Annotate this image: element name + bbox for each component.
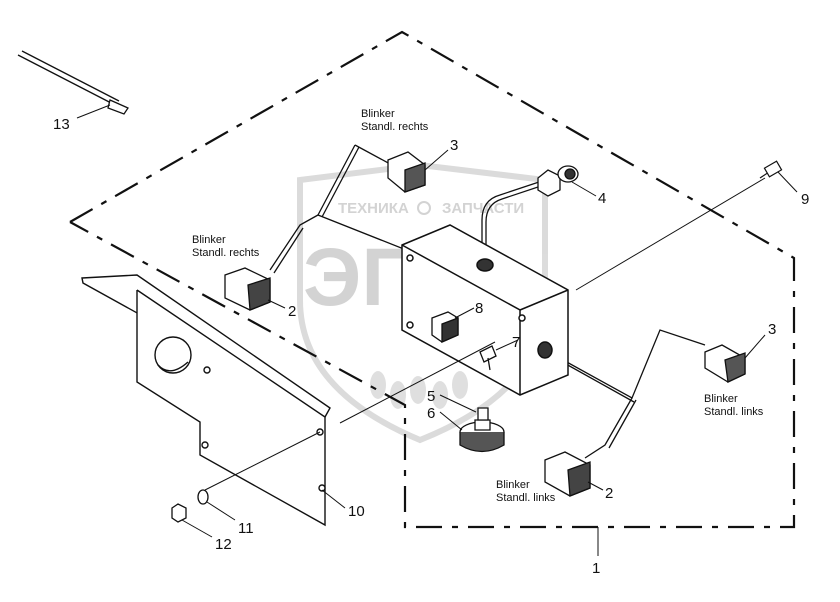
- part-label-2-left: 2: [288, 303, 296, 320]
- washer-11: [197, 489, 209, 505]
- note-line: Standl. rechts: [361, 121, 429, 133]
- buzzer-5-6: [459, 407, 505, 453]
- note-top-right-connector: Blinker Standl. rechts: [361, 108, 429, 133]
- note-line: Standl. links: [704, 406, 764, 418]
- note-bottom-connector: Blinker Standl. links: [496, 479, 556, 504]
- leader-7: [495, 339, 519, 351]
- leader-5: [439, 394, 477, 413]
- wiring-harness: [269, 144, 766, 459]
- bracket-plate-10: [81, 274, 331, 527]
- leader-11: [206, 501, 236, 521]
- leader-10: [321, 489, 346, 509]
- part-label-4: 4: [598, 190, 606, 207]
- connector-2-left: [224, 267, 271, 311]
- mounting-line-7: [339, 341, 496, 424]
- leader-2-left: [267, 299, 286, 309]
- part-label-12: 12: [215, 536, 232, 553]
- relay-8: [431, 311, 459, 343]
- part-label-8: 8: [475, 300, 483, 317]
- part-label-3-right: 3: [768, 321, 776, 338]
- part-label-10: 10: [348, 503, 365, 520]
- note-line: Blinker: [704, 393, 738, 405]
- leader-9: [777, 171, 798, 193]
- part-label-5: 5: [427, 388, 435, 405]
- note-line: Standl. rechts: [192, 247, 260, 259]
- watermark-caption-left: ТЕХНИКА: [338, 200, 409, 217]
- part-label-7: 7: [512, 334, 520, 351]
- note-line: Standl. links: [496, 492, 556, 504]
- watermark-caption-right: ЗАПЧАСТИ: [442, 200, 524, 217]
- leader-4: [571, 181, 597, 197]
- part-label-6: 6: [427, 405, 435, 422]
- leader-12: [181, 519, 213, 538]
- leader-3-right: [744, 334, 766, 359]
- leader-8: [454, 307, 475, 319]
- connector-3-right: [704, 344, 746, 383]
- mounting-line-11: [204, 431, 321, 491]
- leader-6: [439, 411, 463, 431]
- note-line: Blinker: [192, 234, 226, 246]
- part-label-9: 9: [801, 191, 809, 208]
- connector-2-bottom: [544, 451, 591, 497]
- bolt-9: [759, 160, 783, 179]
- connector-3-top: [387, 151, 426, 193]
- note-line: Blinker: [361, 108, 395, 120]
- leader-3-top: [424, 149, 449, 171]
- part-label-11: 11: [238, 520, 254, 537]
- note-right-connector: Blinker Standl. links: [704, 393, 764, 418]
- part-label-13: 13: [53, 116, 70, 133]
- leader-2-bottom: [587, 481, 604, 491]
- cable-tie-13: [17, 50, 129, 115]
- control-box: [401, 224, 569, 396]
- note-left-connector: Blinker Standl. rechts: [192, 234, 260, 259]
- part-label-3-top: 3: [450, 137, 458, 154]
- note-line: Blinker: [496, 479, 530, 491]
- plug-4: [537, 165, 579, 197]
- assembly-outline-1: [69, 30, 796, 529]
- nut-12: [171, 503, 187, 523]
- screw-7: [479, 345, 497, 371]
- grain-icon: [370, 371, 468, 409]
- gear-icon: [417, 201, 431, 215]
- part-label-2-bottom: 2: [605, 485, 613, 502]
- leader-13: [76, 104, 111, 119]
- part-label-1: 1: [592, 560, 600, 577]
